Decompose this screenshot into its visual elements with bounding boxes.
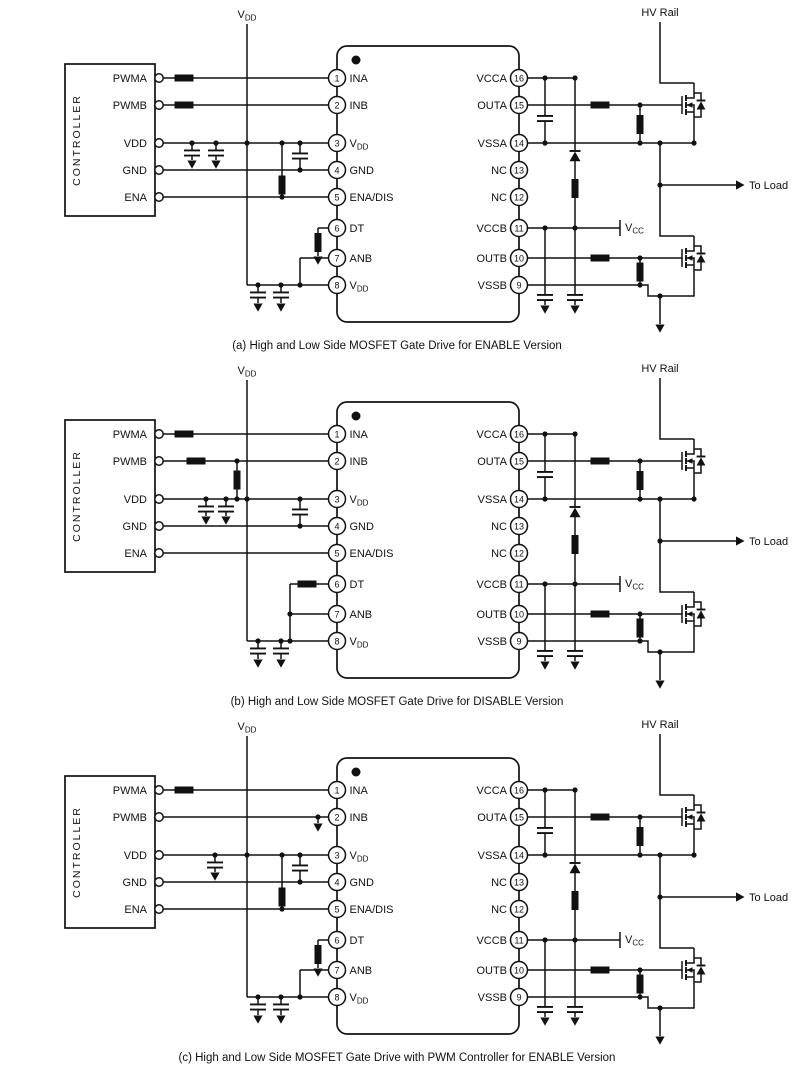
figure-a-variant bbox=[174, 101, 323, 288]
figure-caption: (c) High and Low Side MOSFET Gate Drive … bbox=[179, 1052, 616, 1064]
junction-dot bbox=[279, 852, 285, 858]
vdd-decoupling-capacitor bbox=[206, 861, 224, 869]
junction-dot bbox=[203, 496, 209, 502]
pwmb-pullup-resistor bbox=[233, 470, 241, 490]
junction-dot bbox=[279, 906, 285, 912]
junction-dot bbox=[297, 282, 303, 288]
junction-dot bbox=[315, 814, 321, 820]
ground-arrow bbox=[187, 160, 197, 169]
dt-resistor bbox=[314, 233, 322, 252]
pwmb-series-resistor bbox=[174, 101, 194, 109]
vdd-decoupling-capacitor-2 bbox=[217, 505, 235, 513]
junction-dot bbox=[279, 194, 285, 200]
junction-dot bbox=[212, 852, 218, 858]
variant-wires bbox=[191, 143, 319, 285]
junction-dot bbox=[287, 638, 293, 644]
figure-b: (b) High and Low Side MOSFET Gate Drive … bbox=[65, 363, 788, 708]
ground-arrow bbox=[211, 160, 221, 169]
junction-dot bbox=[234, 458, 240, 464]
enable-pullup-resistor bbox=[278, 887, 286, 907]
figure-a: (a) High and Low Side MOSFET Gate Drive … bbox=[65, 7, 788, 352]
figure-caption: (a) High and Low Side MOSFET Gate Drive … bbox=[232, 340, 562, 352]
ground-arrow bbox=[313, 968, 323, 977]
dt-resistor bbox=[297, 580, 317, 588]
pwmb-series-resistor bbox=[186, 457, 206, 465]
junction-dot bbox=[213, 140, 219, 146]
enable-pullup-resistor bbox=[278, 175, 286, 195]
junction-dot bbox=[234, 496, 240, 502]
figure-caption: (b) High and Low Side MOSFET Gate Drive … bbox=[231, 696, 564, 708]
inb-tie-arrow bbox=[313, 823, 323, 832]
vdd-decoupling-capacitor-2 bbox=[207, 149, 225, 157]
ground-arrow bbox=[313, 256, 323, 265]
junction-dot bbox=[279, 140, 285, 146]
dt-resistor bbox=[314, 945, 322, 964]
figure-b-variant bbox=[186, 457, 318, 644]
vdd-decoupling-capacitor-1 bbox=[183, 149, 201, 157]
ground-arrow bbox=[201, 516, 211, 525]
junction-dot bbox=[223, 496, 229, 502]
figure-c-variant bbox=[206, 814, 323, 1000]
figure-c: (c) High and Low Side MOSFET Gate Drive … bbox=[65, 719, 788, 1064]
ground-arrow bbox=[221, 516, 231, 525]
junction-dot bbox=[297, 994, 303, 1000]
ground-arrow bbox=[210, 872, 220, 881]
junction-dot bbox=[189, 140, 195, 146]
junction-dot bbox=[287, 611, 293, 617]
vdd-decoupling-capacitor-1 bbox=[197, 505, 215, 513]
